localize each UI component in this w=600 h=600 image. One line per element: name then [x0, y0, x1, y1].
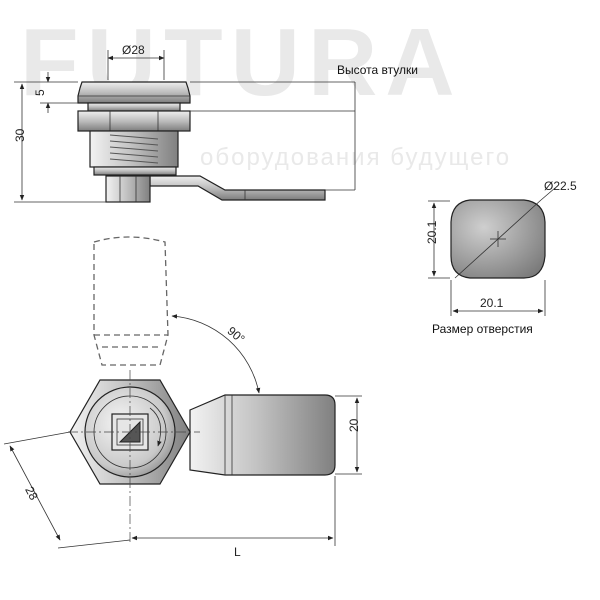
screw: [105, 175, 151, 203]
hole-caption: Размер отверстия: [432, 322, 533, 336]
cam-alt-position: [93, 236, 169, 366]
dim-length: L: [234, 545, 241, 559]
cam-arm: [149, 175, 326, 201]
washer: [93, 166, 177, 176]
dim-total-height: 30: [13, 128, 27, 142]
hole-view: Ø22.5 20.1 20.1 Размер отверстия: [425, 179, 577, 336]
side-view: Ø28 5 30 Высота втулки: [13, 43, 418, 203]
dim-hole-width: 20.1: [480, 296, 504, 310]
hex-nut: [77, 110, 191, 132]
neck: [87, 102, 181, 112]
watermark-tagline: оборудования будущего: [200, 144, 511, 171]
cam-arm-front: [189, 394, 336, 476]
cap: [77, 81, 191, 104]
dim-rotation-angle: 90°: [225, 324, 248, 347]
front-view: 90° 20 28 L: [3, 236, 362, 559]
dim-hex-size: 28: [22, 484, 41, 503]
dim-cap-height: 5: [33, 89, 47, 96]
dim-cam-width: 20: [347, 418, 361, 432]
label-bushing-height: Высота втулки: [337, 63, 418, 77]
dim-hole-diameter: Ø22.5: [544, 179, 577, 193]
dim-cap-diameter: Ø28: [122, 43, 145, 57]
dim-hole-height: 20.1: [425, 220, 439, 244]
